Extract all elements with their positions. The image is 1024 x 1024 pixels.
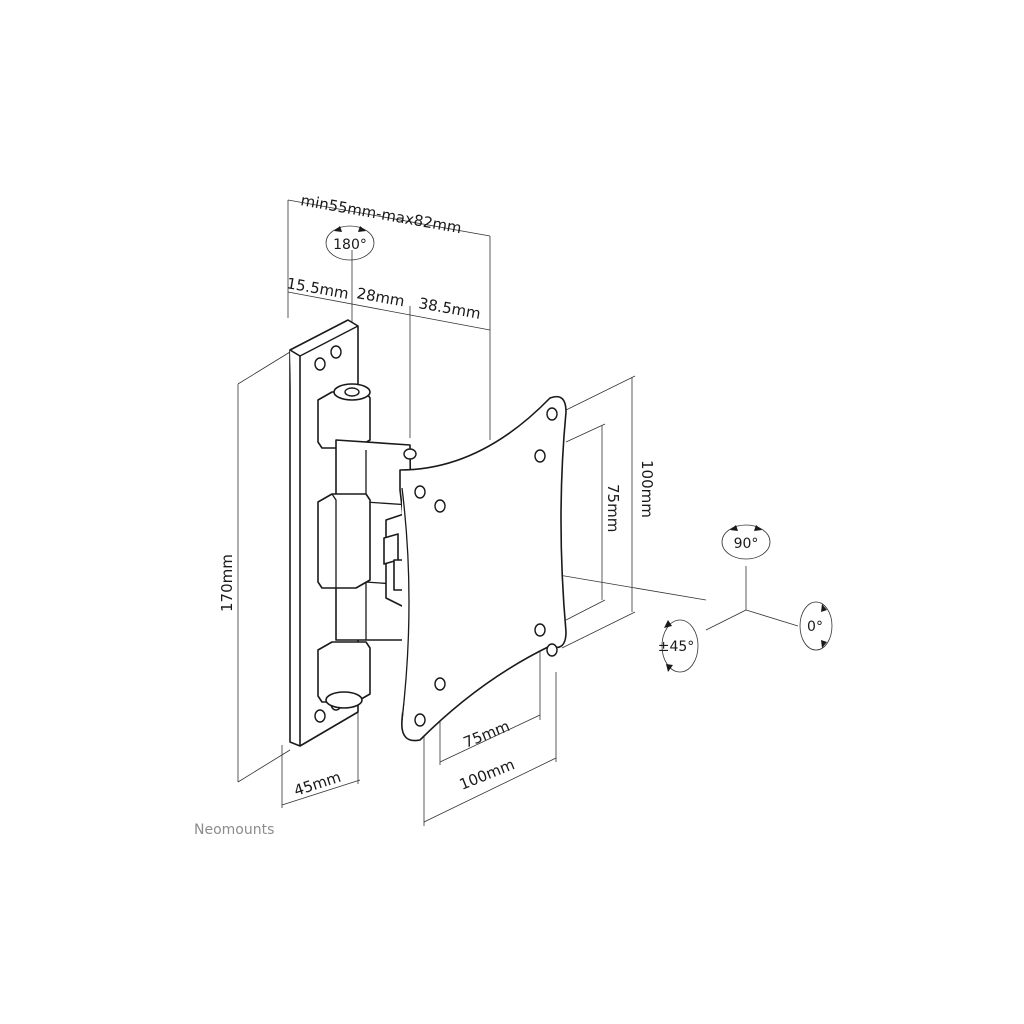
arrow-icon — [821, 640, 827, 648]
arrow-icon — [664, 620, 672, 628]
vesa-horizontal-large-label: 100mm — [457, 755, 517, 793]
arrow-icon — [334, 226, 342, 232]
vesa-horizontal-small-label: 75mm — [461, 717, 513, 752]
tilt-angle-badge: 90° — [721, 524, 771, 560]
dimension-lines — [237, 199, 799, 826]
tilt-range-badge: ±45° — [658, 619, 699, 673]
swivel-angle-badge: 180° — [325, 225, 375, 261]
vesa-vertical-large-label: 100mm — [638, 460, 656, 518]
arrow-icon — [821, 604, 827, 612]
arrow-icon — [358, 226, 366, 232]
height-label: 170mm — [218, 554, 236, 612]
depth-range-label: min55mm-max82mm — [299, 191, 463, 237]
width-label: 45mm — [292, 768, 344, 800]
arrow-icon — [730, 525, 738, 531]
arrow-icon — [754, 525, 762, 531]
rotate-angle-label: 0° — [807, 619, 823, 635]
vesa-plate — [399, 395, 567, 742]
rotate-angle-badge: 0° — [799, 601, 833, 651]
vesa-vertical-small-label: 75mm — [604, 484, 622, 532]
arrow-icon — [666, 664, 673, 672]
swivel-angle-label: 180° — [333, 237, 367, 253]
tilt-range-label: ±45° — [658, 639, 695, 655]
tilt-angle-label: 90° — [734, 536, 759, 552]
segment-a-label: 15.5mm — [285, 274, 350, 303]
brand-logo: Neomounts — [194, 822, 274, 838]
